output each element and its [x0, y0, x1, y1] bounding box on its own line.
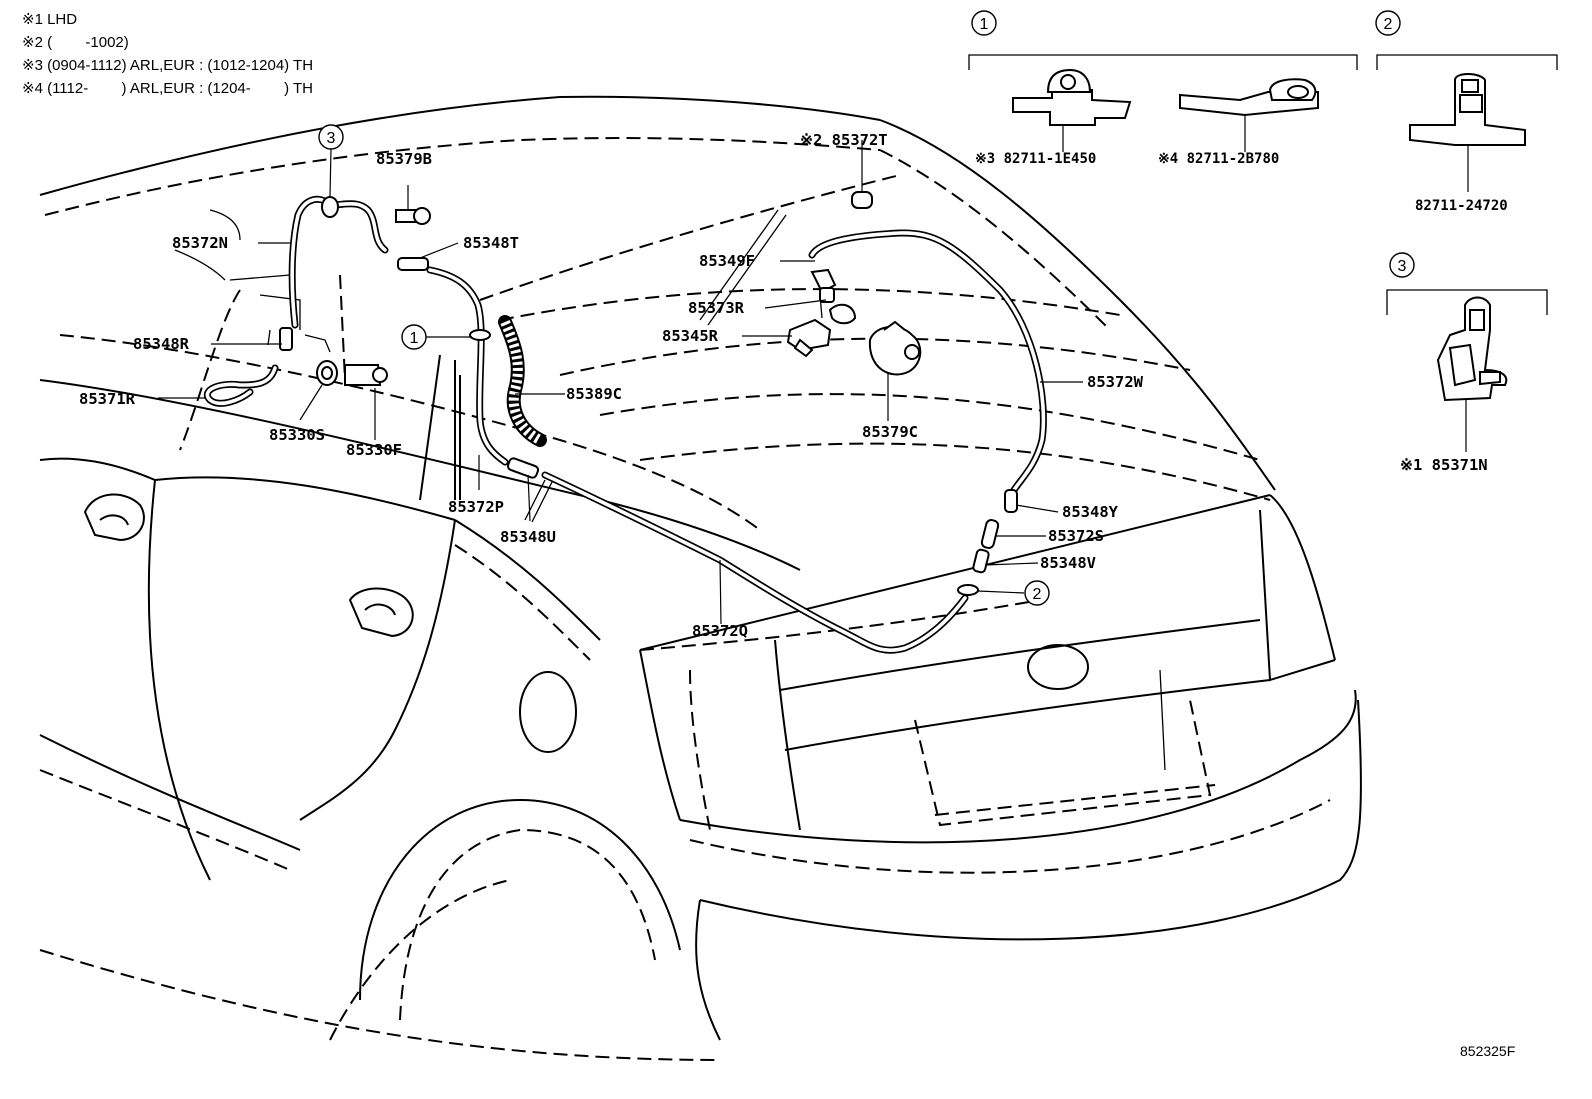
- callout-85330f: 85330F: [346, 441, 402, 459]
- svg-text:2: 2: [1033, 586, 1042, 603]
- joint-85348y: [1004, 489, 1018, 513]
- clip-82711-1e450: [1012, 68, 1132, 126]
- car-body-outline: [39, 95, 1362, 1061]
- joint-85348u: [506, 457, 540, 479]
- callout-85372q: 85372Q: [692, 622, 748, 640]
- hose-clip-2: [957, 584, 979, 596]
- inset-3-marker: 3: [1389, 252, 1415, 278]
- inset-2-marker: 2: [1375, 10, 1401, 36]
- inset-1-left-part-number: ※3 82711-1E450: [975, 151, 1096, 167]
- part-number-callouts: 85379B 85372N 85348T 85348R 85371R 85330…: [79, 131, 1515, 1059]
- small-parts: [316, 207, 922, 386]
- joint-85348r: [279, 327, 293, 351]
- note-lhd: ※1 LHD: [22, 11, 78, 28]
- inset-2-part-number: 82711-24720: [1415, 198, 1508, 214]
- callout-85372s: 85372S: [1048, 527, 1104, 545]
- callout-85330s: 85330S: [269, 426, 325, 444]
- hose-stub-85372s: [980, 519, 1000, 549]
- clip-82711-2b780: [1179, 78, 1319, 117]
- washer-hose-routing: [204, 191, 1047, 654]
- callout-85348u: 85348U: [500, 528, 556, 546]
- callout-85348y: 85348Y: [1062, 503, 1119, 521]
- circled-marker-2-on-car: 2: [1024, 580, 1050, 606]
- callout-85349f: 85349F: [699, 252, 755, 270]
- circled-marker-1-on-car: 1: [401, 324, 427, 350]
- joint-85348t: [397, 257, 429, 271]
- hose-clip-1: [469, 329, 491, 341]
- inset-brackets: [968, 54, 1558, 315]
- hose-stub-85372t: [851, 191, 873, 209]
- applicability-notes: ※1 LHD ※2 ( -1002) ※3 (0904-1112) ARL,EU…: [22, 8, 313, 100]
- note-early-models: ※3 (0904-1112) ARL,EUR : (1012-1204) TH: [22, 57, 314, 74]
- svg-text:3: 3: [327, 130, 336, 147]
- leader-lines: [158, 140, 1083, 625]
- callout-85345r: 85345R: [662, 327, 719, 345]
- clip-82711-24720: [1409, 73, 1526, 146]
- callout-85372p: 85372P: [448, 498, 504, 516]
- svg-text:2: 2: [1384, 16, 1393, 33]
- callout-85379c: 85379C: [862, 423, 918, 441]
- svg-text:1: 1: [980, 16, 989, 33]
- note-late-models: ※4 (1112- ) ARL,EUR : (1204- ) TH: [22, 80, 313, 97]
- callout-85348r: 85348R: [133, 335, 190, 353]
- callout-85371r: 85371R: [79, 390, 136, 408]
- inset-1-right-part-number: ※4 82711-2B780: [1158, 151, 1279, 167]
- callout-85372n: 85372N: [172, 234, 228, 252]
- callout-85373r: 85373R: [688, 299, 745, 317]
- inset-1-marker: 1: [971, 10, 997, 36]
- figure-id: 852325F: [1460, 1043, 1515, 1059]
- callout-85348v: 85348V: [1040, 554, 1096, 572]
- svg-text:1: 1: [410, 330, 419, 347]
- callout-85348t: 85348T: [463, 234, 519, 252]
- circled-marker-3-on-car: 3: [318, 124, 344, 150]
- joint-85348v: [972, 548, 990, 574]
- note-date-range: ※2 ( -1002): [22, 34, 129, 51]
- callout-85379b: 85379B: [376, 150, 432, 168]
- corrugated-tube-85389c: [498, 315, 547, 447]
- callout-85372w: 85372W: [1087, 373, 1144, 391]
- clip-85371n: [1436, 296, 1508, 402]
- callout-85389c: 85389C: [566, 385, 622, 403]
- callout-85372t: ※2 85372T: [800, 131, 888, 149]
- inset-3-part-number: ※1 85371N: [1400, 456, 1488, 474]
- hose-clip-3: [321, 196, 339, 218]
- svg-text:3: 3: [1398, 258, 1407, 275]
